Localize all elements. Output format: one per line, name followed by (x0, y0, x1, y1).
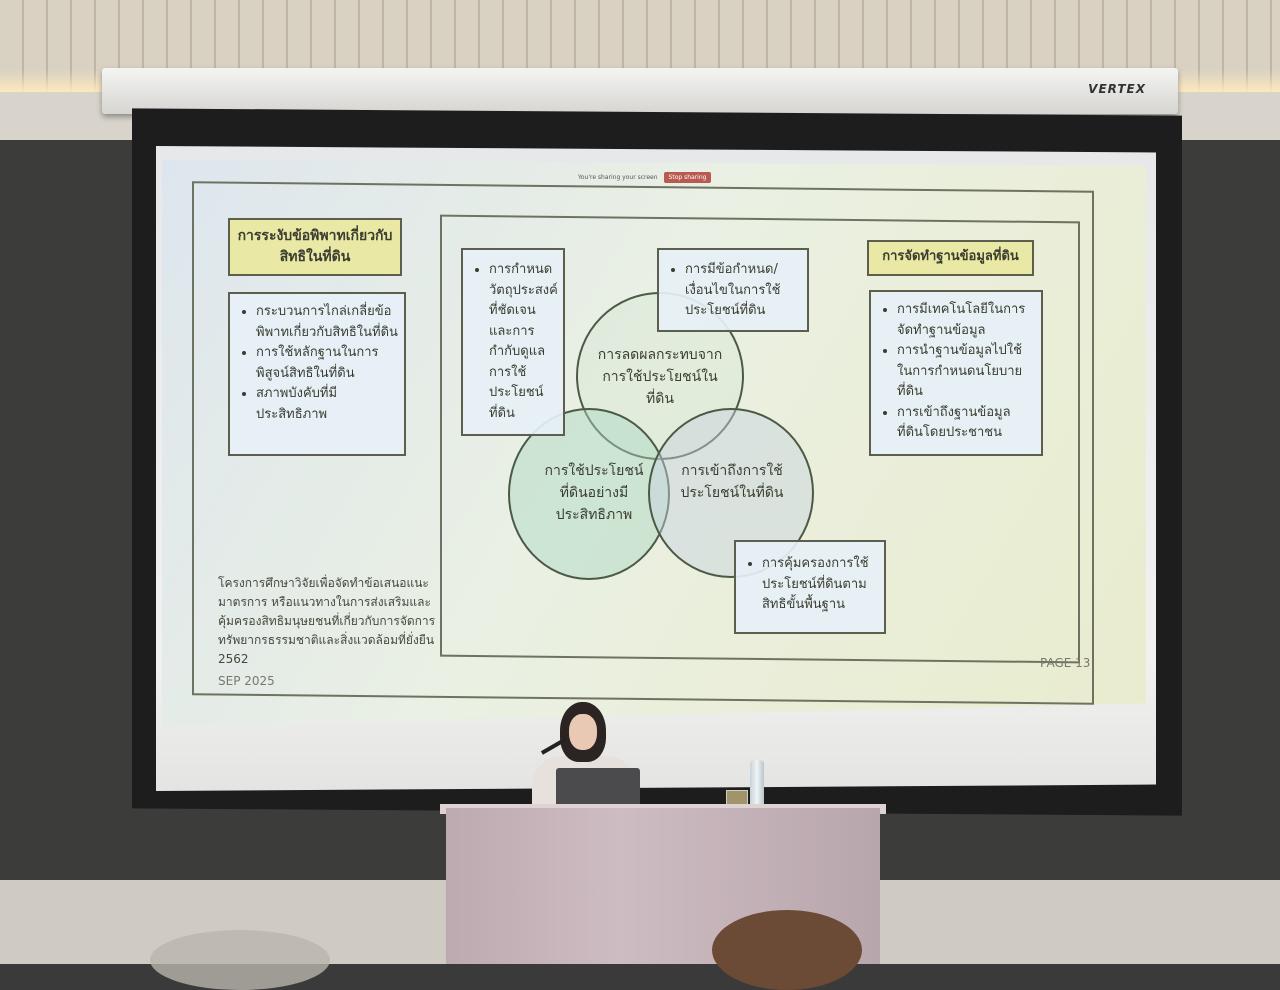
list-item: การเข้าถึงฐานข้อมูลที่ดินโดยประชาชน (897, 403, 1035, 444)
purpose-list-box: การกำหนดวัตถุประสงค์ที่ชัดเจนและการกำกับ… (461, 248, 565, 436)
slide-date: SEP 2025 (218, 674, 275, 688)
conditions-list-box: การมีข้อกำหนด/เงื่อนไขในการใช้ประโยชน์ที… (657, 248, 809, 332)
right-title: การจัดทำฐานข้อมูลที่ดิน (882, 249, 1019, 264)
audience-head (712, 910, 862, 990)
list-item: การนำฐานข้อมูลไปใช้ในการกำหนดนโยบายที่ดิ… (897, 341, 1035, 403)
venn-label-left: การใช้ประโยชน์ที่ดินอย่างมีประสิทธิภาพ (544, 463, 644, 523)
share-status-text: You're sharing your screen (578, 173, 658, 181)
database-list-box: การมีเทคโนโลยีในการจัดทำฐานข้อมูล การนำฐ… (869, 290, 1043, 456)
list-item: การมีเทคโนโลยีในการจัดทำฐานข้อมูล (897, 300, 1035, 341)
list-item: การคุ้มครองการใช้ประโยชน์ที่ดินตามสิทธิข… (762, 554, 880, 616)
left-title: การระงับข้อพิพาทเกี่ยวกับสิทธิในที่ดิน (237, 228, 393, 265)
list-item: สภาพบังคับที่มีประสิทธิภาพ (256, 384, 398, 425)
list-item: กระบวนการไกล่เกลี่ยข้อพิพาทเกี่ยวกับสิทธ… (256, 302, 398, 343)
projector-screen-housing: VERTEX (102, 68, 1178, 114)
venn-label-top: การลดผลกระทบจากการใช้ประโยชน์ในที่ดิน (597, 347, 723, 407)
venn-circle-left (508, 408, 670, 580)
slide-page-number: PAGE 13 (1040, 656, 1091, 670)
list-item: การมีข้อกำหนด/เงื่อนไขในการใช้ประโยชน์ที… (685, 260, 803, 322)
protection-list-box: การคุ้มครองการใช้ประโยชน์ที่ดินตามสิทธิข… (734, 540, 886, 634)
projector-brand: VERTEX (1088, 82, 1146, 96)
right-title-box: การจัดทำฐานข้อมูลที่ดิน (867, 240, 1034, 276)
list-item: การกำหนดวัตถุประสงค์ที่ชัดเจนและการกำกับ… (489, 260, 559, 424)
slide-footnote: โครงการศึกษาวิจัยเพื่อจัดทำข้อเสนอแนะ มา… (218, 576, 436, 666)
presenter-face (569, 714, 597, 750)
left-title-box: การระงับข้อพิพาทเกี่ยวกับสิทธิในที่ดิน (228, 218, 402, 276)
water-bottle (750, 760, 764, 810)
audience-head (150, 930, 330, 990)
screen-share-bar: You're sharing your screen Stop sharing (578, 170, 738, 184)
dispute-list-box: กระบวนการไกล่เกลี่ยข้อพิพาทเกี่ยวกับสิทธ… (228, 292, 406, 456)
venn-label-right: การเข้าถึงการใช้ประโยชน์ในที่ดิน (680, 463, 784, 501)
list-item: การใช้หลักฐานในการพิสูจน์สิทธิในที่ดิน (256, 343, 398, 384)
stop-sharing-button[interactable]: Stop sharing (663, 171, 712, 183)
